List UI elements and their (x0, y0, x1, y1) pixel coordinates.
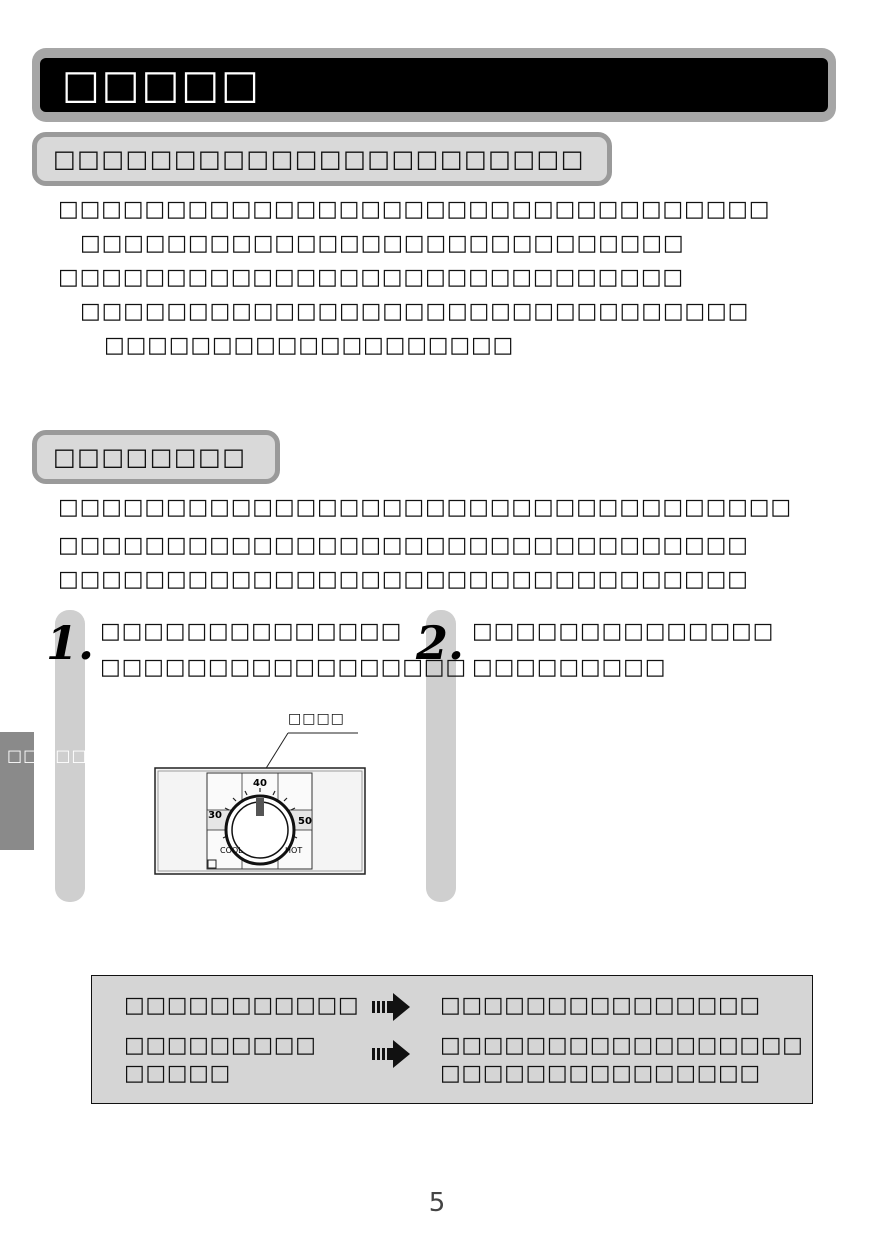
section-heading-1-text: □□□□□□□□□□□□□□□□□□□□□□ (53, 145, 585, 173)
dial-tick (224, 807, 230, 811)
dial-tick (290, 807, 296, 811)
note-2-result-line-1: □□□□□□□□□□□□□□□□□ (440, 1033, 804, 1058)
section1-line-3: □□□□□□□□□□□□□□□□□□□□□□□□□□□□□ (58, 265, 684, 290)
dial-label-right: 50 (298, 816, 312, 827)
dial-tick (283, 797, 288, 802)
dial-tick (232, 797, 237, 802)
figure-callout-label: □□□□ (288, 711, 345, 727)
step-1-line-1: □□□□□□□□□□□□□□ (100, 619, 403, 644)
chapter-side-tab-label: □□□□□ (7, 746, 88, 765)
section2-line-1: □□□□□□□□□□□□□□□□□□□□□□□□□□□□□□□□□□ (58, 495, 792, 520)
dial-label-left: 30 (208, 810, 222, 821)
section2-line-3: □□□□□□□□□□□□□□□□□□□□□□□□□□□□□□□□ (58, 567, 749, 592)
section1-line-4: □□□□□□□□□□□□□□□□□□□□□□□□□□□□□□□ (80, 299, 750, 324)
dial-tick (272, 790, 276, 796)
section2-line-2: □□□□□□□□□□□□□□□□□□□□□□□□□□□□□□□□ (58, 533, 749, 558)
dial-pointer (256, 798, 264, 816)
step-2-line-2: □□□□□□□□□ (472, 655, 667, 680)
section1-line-2: □□□□□□□□□□□□□□□□□□□□□□□□□□□□ (80, 231, 685, 256)
step-1-line-2: □□□□□□□□□□□□□□□□□ (100, 655, 467, 680)
step-2-bar (426, 610, 456, 902)
note-2-result-line-2: □□□□□□□□□□□□□□□ (440, 1061, 761, 1086)
section-heading-1: □□□□□□□□□□□□□□□□□□□□□□ (32, 132, 612, 186)
note-box: □□□□□□□□□□□ □□□□□□□□□□□□□□□ □□□□□□□□□ □□… (91, 975, 813, 1104)
step-1-number: 1. (46, 616, 95, 670)
chapter-title-background: □□□□□ (40, 58, 828, 112)
step-1-bar (55, 610, 85, 902)
dial-label-hot: HOT (285, 846, 302, 855)
dial-tick (244, 790, 248, 796)
arrow-right-icon (372, 1040, 410, 1068)
note-2-condition-line-2: □□□□□ (124, 1061, 231, 1086)
page-number: 5 (428, 1188, 446, 1218)
note-1-condition: □□□□□□□□□□□ (124, 993, 360, 1018)
section1-line-5: □□□□□□□□□□□□□□□□□□□ (104, 333, 515, 358)
section1-line-1: □□□□□□□□□□□□□□□□□□□□□□□□□□□□□□□□□ (58, 197, 771, 222)
note-1-result: □□□□□□□□□□□□□□□ (440, 993, 761, 1018)
dial-label-top: 40 (253, 778, 267, 789)
arrow-right-icon (372, 993, 410, 1021)
step-2-number: 2. (416, 616, 465, 670)
note-2-condition-line-1: □□□□□□□□□ (124, 1033, 317, 1058)
step-2-line-1: □□□□□□□□□□□□□□ (472, 619, 775, 644)
temperature-dial-illustration: 40 30 50 COOL HOT (154, 732, 366, 875)
chapter-title: □□□□□ (62, 62, 261, 108)
section-heading-2: □□□□□□□□ (32, 430, 280, 484)
chapter-title-bar: □□□□□ (32, 48, 836, 122)
dial-label-cool: COOL (220, 846, 243, 855)
control-panel-inner-frame (157, 770, 363, 872)
section-heading-2-text: □□□□□□□□ (53, 443, 247, 471)
chapter-side-tab: □□□□□ (0, 732, 88, 850)
panel-indicator-square (207, 859, 217, 869)
